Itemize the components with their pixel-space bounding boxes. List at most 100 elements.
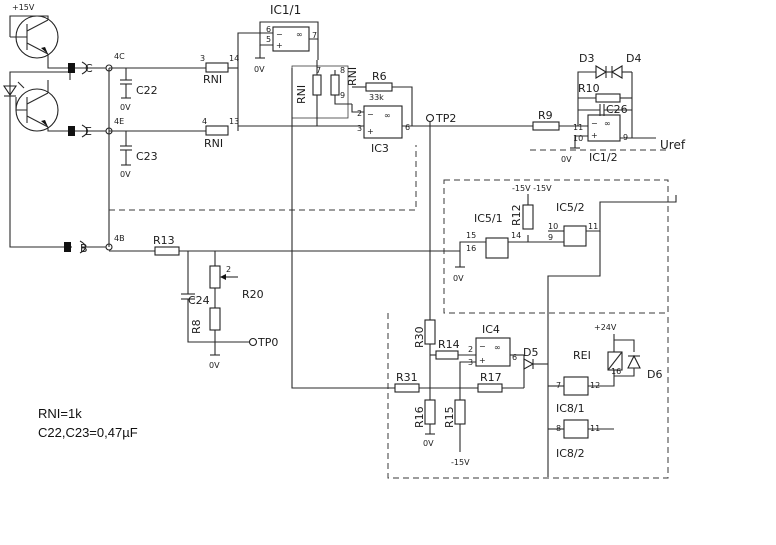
- buffer-ic5-1: IC5/1 15 16 14: [466, 212, 521, 259]
- tp2-label: TP2: [435, 112, 456, 125]
- c23-label: C23: [136, 150, 158, 163]
- r16-label: R16: [413, 406, 426, 428]
- ic1-2-ground: 0V: [561, 155, 572, 164]
- ic3-pin2: 2: [357, 109, 362, 118]
- rn1-upper-label: RNI: [203, 73, 222, 86]
- d3-label: D3: [579, 52, 594, 65]
- resistor-rn1-lower: 4 13 RNI: [202, 117, 239, 150]
- tp0-label: TP0: [257, 336, 278, 349]
- diode-d6: D6: [627, 354, 662, 381]
- resistor-r9: R9: [532, 109, 560, 131]
- connector-b: B: [64, 240, 88, 255]
- r17-label: R17: [480, 371, 502, 384]
- resistor-r10: R10: [578, 82, 621, 103]
- r10-label: R10: [578, 82, 600, 95]
- ic1-1-label: IC1/1: [270, 3, 301, 17]
- capacitor-c22: C22 0V: [120, 68, 158, 112]
- ic5-1-pin15: 15: [466, 231, 476, 240]
- ic1-1-pin5: 5: [266, 35, 271, 44]
- ic4-symbol: ∞: [494, 343, 501, 352]
- resistor-r6: R6 33k: [365, 70, 393, 102]
- diode-d4: D4: [610, 52, 641, 79]
- opamp-ic3: ∞ + − IC3 2 3 6: [357, 105, 410, 155]
- ic1-1-symbol: ∞: [296, 30, 303, 39]
- r9-label: R9: [538, 109, 553, 122]
- resistor-r30: R30: [413, 319, 436, 348]
- diode-d5: D5: [523, 346, 538, 370]
- r30-label: R30: [413, 326, 426, 348]
- ic1-1-ground: 0V: [254, 65, 265, 74]
- resistor-r15: R15: [443, 399, 466, 428]
- pin-4b-label: 4B: [114, 234, 125, 243]
- ic5-2-pin10: 10: [548, 222, 558, 231]
- r13-label: R13: [153, 234, 175, 247]
- ic3-plus: +: [367, 127, 374, 136]
- pin-4e-label: 4E: [114, 117, 124, 126]
- supply-neg15: -15V: [451, 458, 470, 467]
- ic1-2-symbol: ∞: [604, 119, 611, 128]
- ic1-1-pin7: 7: [312, 31, 317, 40]
- resistor-rn1-middle: 7 8 9 RNI RNI: [295, 66, 359, 104]
- ic5-2-pin9: 9: [548, 233, 553, 242]
- r12-label: R12: [510, 204, 523, 226]
- note-capacitor-values: C22,C23=0,47µF: [38, 425, 138, 440]
- testpoint-tp0-icon: [248, 337, 258, 347]
- ic3-pin3: 3: [357, 124, 362, 133]
- ic3-minus: −: [367, 110, 374, 119]
- resistor-rn1-upper: 3 14 RNI: [200, 54, 239, 86]
- note-rn1-value: RNI=1k: [38, 406, 82, 421]
- r20-label: R20: [242, 288, 264, 301]
- opamp-ic1-1: ∞ + − IC1/1 6 5 7: [266, 3, 317, 52]
- capacitor-c23: C23 0V: [120, 131, 158, 179]
- d4-label: D4: [626, 52, 641, 65]
- ic1-2-pin10: 10: [573, 134, 583, 143]
- supply-neg15-pair: -15V -15V: [512, 184, 552, 193]
- re1-pin16: 16: [611, 367, 621, 376]
- ic1-1-minus: −: [276, 30, 283, 39]
- ic8-2-label: IC8/2: [556, 447, 585, 460]
- ic5-2-pin11: 11: [588, 222, 598, 231]
- ic5-1-pin16: 16: [466, 244, 476, 253]
- supply-pos24: +24V: [594, 323, 617, 332]
- supply-pos15-upper: +15V: [12, 3, 35, 12]
- opamp-ic1-2: ∞ + − IC1/2 11 10 9: [573, 114, 628, 164]
- transistor-upper: [10, 15, 59, 59]
- resistor-r16: R16: [413, 399, 436, 428]
- rn1-mid-pin9: 9: [340, 91, 345, 100]
- resistor-r31: R31: [394, 371, 420, 393]
- testpoint-tp2-icon: [425, 113, 435, 123]
- r20-pin2: 2: [226, 265, 231, 274]
- rn1-mid-label-a: RNI: [295, 85, 308, 104]
- ic1-2-label: IC1/2: [589, 151, 618, 164]
- r8-ground: 0V: [209, 361, 220, 370]
- ic5-1-ground: 0V: [453, 274, 464, 283]
- resistor-r13: R13: [153, 234, 180, 256]
- rn1-upper-pin14: 14: [229, 54, 239, 63]
- resistor-r14: R14: [435, 338, 460, 360]
- potentiometer-r20: 2 R20: [209, 265, 264, 301]
- c24-label: C24: [188, 294, 210, 307]
- c22-ground-label: 0V: [120, 103, 131, 112]
- rn1-mid-pin7: 7: [316, 66, 321, 75]
- pin-4c-label: 4C: [114, 52, 125, 61]
- ic4-plus: +: [479, 356, 486, 365]
- rn1-lower-label: RNI: [204, 137, 223, 150]
- ic5-1-pin14: 14: [511, 231, 521, 240]
- uref-label: Uref: [660, 138, 686, 152]
- ic3-label: IC3: [371, 142, 389, 155]
- ic1-2-pin11: 11: [573, 123, 583, 132]
- buffer-ic8-2: IC8/2 8 11: [556, 419, 600, 460]
- ic8-1-label: IC8/1: [556, 402, 585, 415]
- r8-label: R8: [190, 319, 203, 334]
- capacitor-c24: C24: [181, 293, 210, 307]
- ic4-minus: −: [479, 342, 486, 351]
- diode-d3: D3: [579, 52, 608, 79]
- ic1-2-minus: −: [591, 119, 598, 128]
- r15-label: R15: [443, 406, 456, 428]
- buffer-ic8-1: IC8/1 7 12: [556, 376, 600, 415]
- resistor-r12: R12: [510, 204, 534, 230]
- ic3-pin6: 6: [405, 123, 410, 132]
- ic3-symbol: ∞: [384, 111, 391, 120]
